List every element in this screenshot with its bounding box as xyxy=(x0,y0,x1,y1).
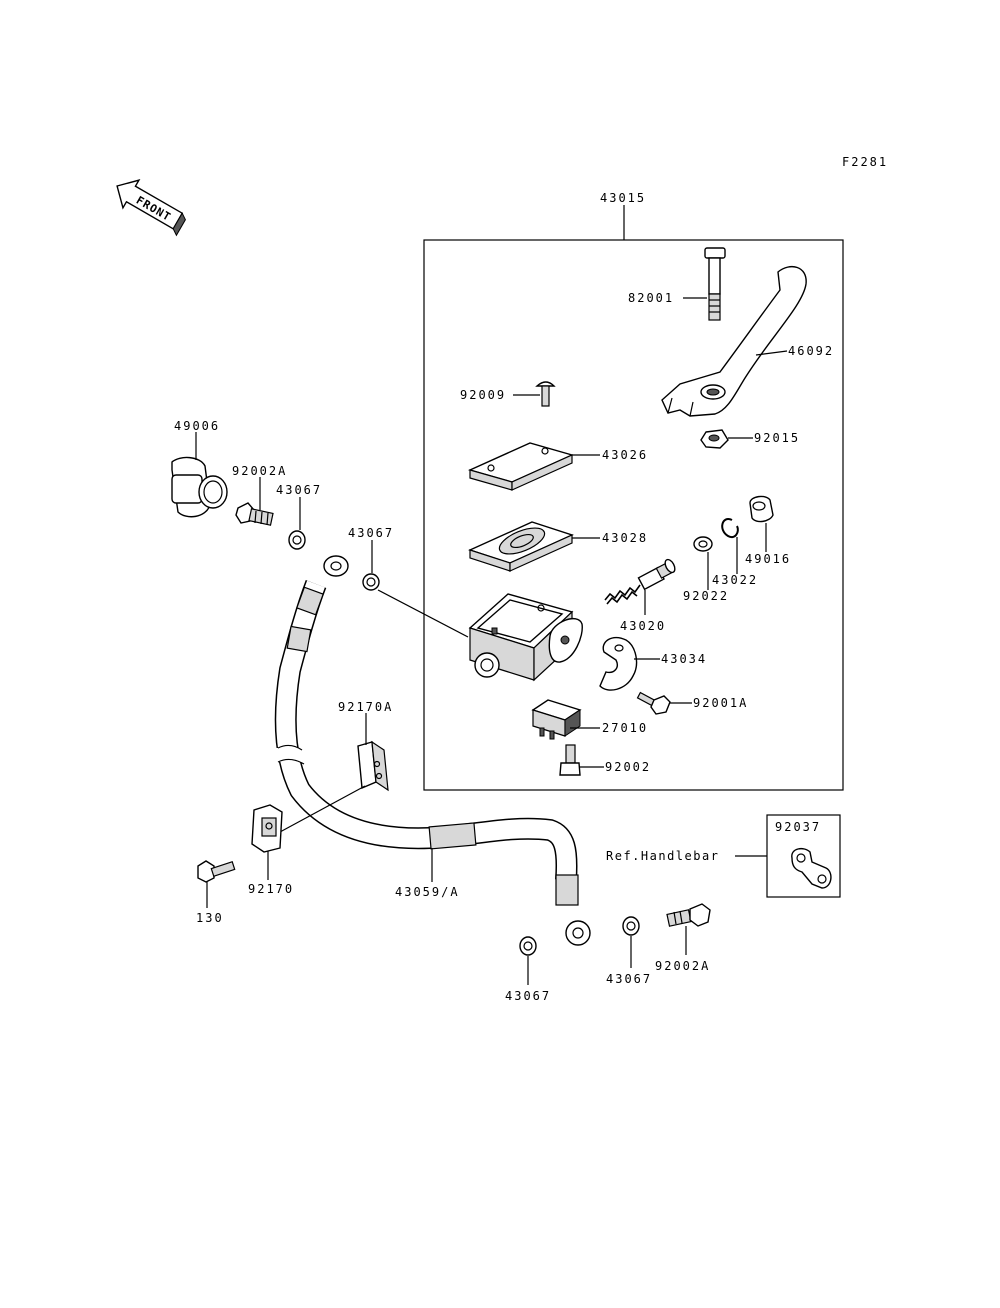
label-43034: 43034 xyxy=(661,652,707,666)
figure-code: F2281 xyxy=(842,155,888,169)
label-46092: 46092 xyxy=(788,344,834,358)
assembly-leader-line xyxy=(377,589,469,638)
washer-43067-mid xyxy=(362,573,380,591)
washer-92022 xyxy=(693,536,713,552)
label-92009: 92009 xyxy=(460,388,506,402)
clamp-92170 xyxy=(251,804,283,853)
brake-lever-46092 xyxy=(661,265,807,417)
label-92015: 92015 xyxy=(754,431,800,445)
bolt-82001 xyxy=(704,247,726,321)
label-43026: 43026 xyxy=(602,448,648,462)
washer-43067-bottom-left xyxy=(519,936,537,956)
label-92037: 92037 xyxy=(775,820,821,834)
label-92022: 92022 xyxy=(683,589,729,603)
label-43067-bottom-left: 43067 xyxy=(505,989,551,1003)
clamp-92170A xyxy=(357,740,389,792)
assembly-box-43015 xyxy=(423,239,844,791)
label-49006: 49006 xyxy=(174,419,220,433)
brake-switch-27010 xyxy=(531,699,582,740)
reservoir-cover-43026 xyxy=(467,442,575,491)
label-43059A: 43059/A xyxy=(395,885,460,899)
circlip-43022 xyxy=(721,518,739,538)
label-43067-mid: 43067 xyxy=(348,526,394,540)
boot-49016 xyxy=(749,495,774,523)
cap-49006 xyxy=(171,456,228,518)
diaphragm-plate-43028 xyxy=(468,521,574,572)
label-92170: 92170 xyxy=(248,882,294,896)
bolt-92002A-top xyxy=(235,502,274,526)
front-arrow-icon: FRONT xyxy=(116,179,186,237)
label-49016: 49016 xyxy=(745,552,791,566)
label-43022: 43022 xyxy=(712,573,758,587)
bolt-130 xyxy=(197,860,236,883)
screw-92002 xyxy=(559,744,581,776)
screw-92009 xyxy=(535,381,556,407)
washer-43067-top xyxy=(288,530,306,550)
bolt-92001A xyxy=(636,691,671,715)
label-43067-top: 43067 xyxy=(276,483,322,497)
label-43020: 43020 xyxy=(620,619,666,633)
bracket-92037 xyxy=(791,847,832,889)
label-92002A-top: 92002A xyxy=(232,464,287,478)
washer-43067-bottom-right xyxy=(622,916,640,936)
label-43015: 43015 xyxy=(600,191,646,205)
nut-92015 xyxy=(700,429,729,449)
label-82001: 82001 xyxy=(628,291,674,305)
label-92002A-bottom: 92002A xyxy=(655,959,710,973)
holder-43034 xyxy=(599,636,638,691)
label-130: 130 xyxy=(196,911,224,925)
label-92001A: 92001A xyxy=(693,696,748,710)
label-43028: 43028 xyxy=(602,531,648,545)
label-92002: 92002 xyxy=(605,760,651,774)
label-43067-bottom-right: 43067 xyxy=(606,972,652,986)
brake-hose-43059A xyxy=(274,555,591,946)
master-cylinder-body xyxy=(468,593,583,682)
label-27010: 27010 xyxy=(602,721,648,735)
piston-kit-43020 xyxy=(604,558,676,605)
bolt-92002A-bottom xyxy=(666,903,711,927)
label-92170A: 92170A xyxy=(338,700,393,714)
ref-handlebar-label: Ref.Handlebar xyxy=(606,849,719,863)
